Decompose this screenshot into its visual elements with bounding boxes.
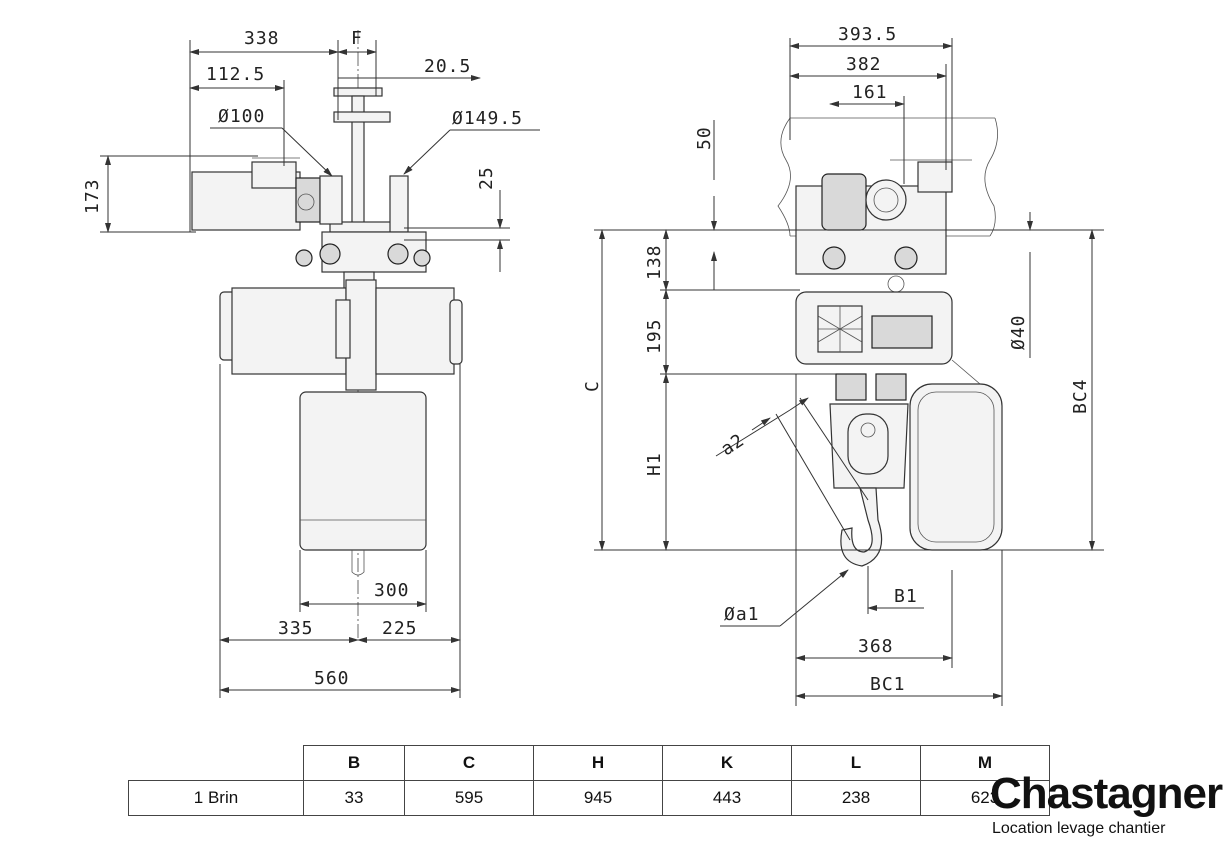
- chastagner-logo: Chastagner Location levage chantier: [988, 769, 1223, 844]
- dim-173: 173: [82, 178, 103, 214]
- springs: [835, 373, 907, 401]
- logo-brand-name: Chastagner: [990, 769, 1223, 818]
- dim-161: 161: [852, 82, 888, 103]
- dim-195: 195: [644, 318, 665, 354]
- right-view: 393.5 382 161 50 138 195 C H1 a2 Ø40 BC4…: [582, 24, 1104, 706]
- table-row-label: 1 Brin: [128, 780, 304, 816]
- dim-b1: B1: [894, 586, 918, 607]
- logo-tagline: Location levage chantier: [992, 820, 1166, 837]
- dim-bc1: BC1: [870, 674, 906, 695]
- hoist-housing-front: [795, 291, 953, 365]
- table-cell-m: 623: [920, 780, 1050, 816]
- table-header-h: H: [533, 745, 663, 781]
- table-cell-b: 33: [303, 780, 405, 816]
- dim-338: 338: [244, 28, 280, 49]
- hoist-body: [219, 279, 463, 391]
- left-view: 338 F 112.5 20.5 Ø100 Ø149.5 173 25 300 …: [82, 28, 540, 698]
- dim-bc4: BC4: [1070, 378, 1091, 414]
- dim-25: 25: [476, 166, 497, 190]
- dim-20-5: 20.5: [424, 56, 471, 77]
- dim-368: 368: [858, 636, 894, 657]
- table-cell-l: 238: [791, 780, 921, 816]
- left-dimension-lines: [100, 40, 540, 698]
- hook-block: [829, 403, 909, 567]
- dim-phi-a1: Øa1: [724, 604, 760, 625]
- dim-560: 560: [314, 668, 350, 689]
- dim-50: 50: [694, 126, 715, 150]
- dim-phi-149-5: Ø149.5: [452, 108, 523, 129]
- dim-393-5: 393.5: [838, 24, 897, 45]
- table-cell-k: 443: [662, 780, 792, 816]
- dim-335: 335: [278, 618, 314, 639]
- right-dimension-lines: [594, 38, 1104, 706]
- dim-h1: H1: [644, 452, 665, 476]
- table-header-c: C: [404, 745, 534, 781]
- table-header-l: L: [791, 745, 921, 781]
- table-header-row: B C H K L M: [128, 745, 1050, 781]
- table-header-k: K: [662, 745, 792, 781]
- dim-a2: a2: [717, 430, 748, 461]
- dim-300: 300: [374, 580, 410, 601]
- dim-f: F: [351, 28, 363, 49]
- dim-phi-100: Ø100: [218, 106, 265, 127]
- beam-section: [329, 87, 401, 233]
- dimension-table: B C H K L M 1 Brin 33 595 945 443 238 62…: [128, 745, 1050, 816]
- table-row: 1 Brin 33 595 945 443 238 623: [128, 780, 1050, 816]
- dim-225: 225: [382, 618, 418, 639]
- chain-bag: [299, 391, 427, 576]
- dim-382: 382: [846, 54, 882, 75]
- dim-138: 138: [644, 244, 665, 280]
- dim-phi-40: Ø40: [1008, 314, 1029, 350]
- table-header-b: B: [303, 745, 405, 781]
- travel-motor: [191, 157, 343, 231]
- trolley-front: [795, 159, 972, 293]
- table-cell-h: 945: [533, 780, 663, 816]
- dim-112-5: 112.5: [206, 64, 265, 85]
- table-corner-cell: [128, 745, 304, 781]
- dim-c: C: [582, 380, 603, 392]
- chain-box-front: [909, 359, 1003, 551]
- table-cell-c: 595: [404, 780, 534, 816]
